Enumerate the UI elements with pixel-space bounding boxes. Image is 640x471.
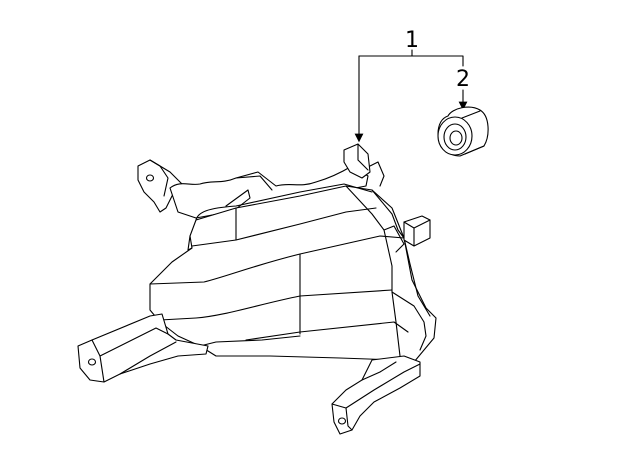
mount-hole-lower-right [337,417,347,425]
fog-lamp-assembly [77,143,437,435]
callout-leader-1 [354,49,464,143]
mount-hole-lower-left [87,358,97,366]
mount-hole-upper-left [145,174,155,182]
callout-label-1: 1 [405,28,419,53]
callout-label-2: 2 [456,67,470,92]
bulb-socket-part [437,106,489,157]
